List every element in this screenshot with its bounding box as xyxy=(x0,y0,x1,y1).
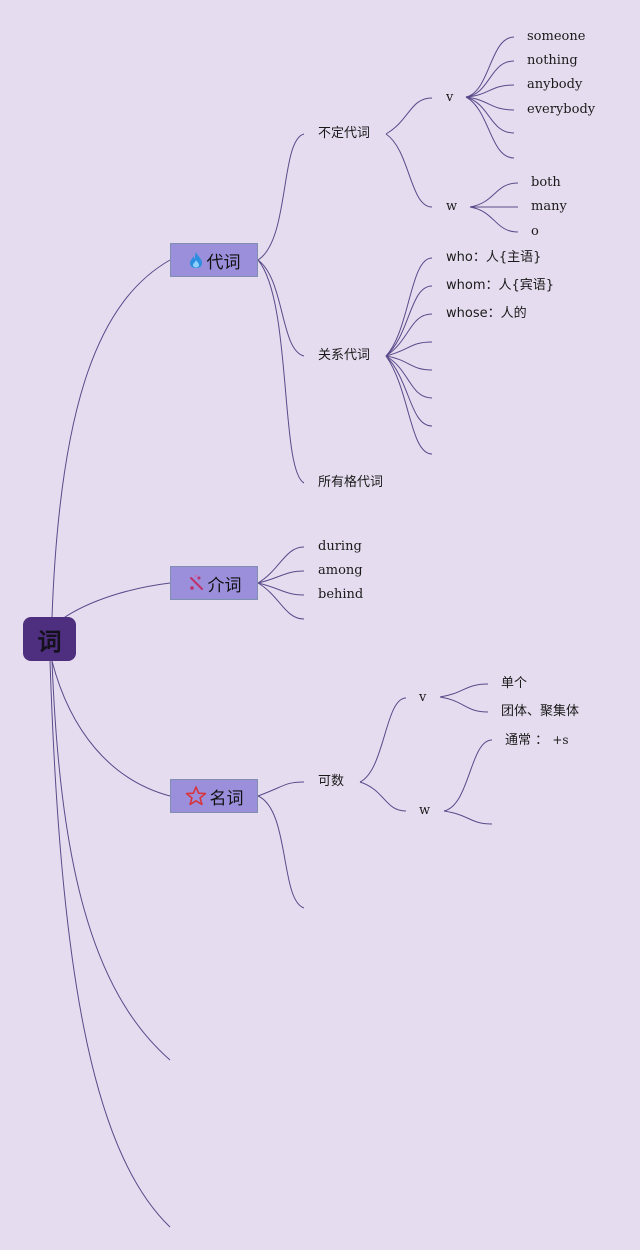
plural-rule-label: 通常 xyxy=(505,733,532,748)
link-indefinite-w xyxy=(385,133,433,208)
leaf-among[interactable]: among xyxy=(318,563,363,578)
plural-rule-value: +s xyxy=(552,733,569,747)
leaf-plural-rule[interactable]: 通常 ： +s xyxy=(505,732,569,749)
leaf-during[interactable]: during xyxy=(318,539,362,554)
leaf-everybody[interactable]: everybody xyxy=(527,102,596,117)
link-root-pronoun xyxy=(51,259,171,618)
leaf-single[interactable]: 单个 xyxy=(501,676,528,691)
leaf-behind[interactable]: behind xyxy=(318,587,364,602)
leaf-who[interactable]: who：人{主语} xyxy=(446,250,542,265)
leaf-nothing[interactable]: nothing xyxy=(527,53,578,68)
branch-preposition[interactable]: 介词 xyxy=(170,566,258,600)
branch-noun[interactable]: 名词 xyxy=(170,779,258,813)
leaf-anybody[interactable]: anybody xyxy=(527,77,583,92)
flame-icon xyxy=(189,252,202,268)
link-noun-extra xyxy=(257,795,305,909)
leaf-whom[interactable]: whom：人{宾语} xyxy=(446,278,555,293)
link-root-noun xyxy=(51,660,171,797)
link-root-preposition xyxy=(61,582,171,620)
node-countable-v[interactable]: v xyxy=(419,690,427,705)
branch-pronoun[interactable]: 代词 xyxy=(170,243,258,277)
branch-pronoun-label: 代词 xyxy=(206,252,241,273)
link-noun-countable xyxy=(257,781,305,797)
link-indefinite-v xyxy=(385,97,433,135)
branch-preposition-label: 介词 xyxy=(207,575,242,596)
branch-noun-label: 名词 xyxy=(209,788,244,809)
link-root-extra-2 xyxy=(49,660,171,1228)
leaf-many[interactable]: many xyxy=(531,199,567,214)
star-icon xyxy=(185,786,206,806)
node-countable-w[interactable]: w xyxy=(419,803,431,818)
node-countable[interactable]: 可数 xyxy=(318,774,345,789)
root-label: 词 xyxy=(37,627,62,656)
link-pronoun-possessive xyxy=(257,259,305,484)
leaf-both[interactable]: both xyxy=(531,175,561,190)
node-indefinite-w[interactable]: w xyxy=(446,199,458,214)
leaf-someone[interactable]: someone xyxy=(527,29,586,44)
root-node[interactable]: 词 xyxy=(23,617,76,661)
node-relative[interactable]: 关系代词 xyxy=(318,348,371,363)
sparkle-icon xyxy=(189,575,203,590)
link-root-extra-1 xyxy=(51,660,171,1061)
leaf-whose[interactable]: whose：人的 xyxy=(446,306,527,321)
leaf-o[interactable]: o xyxy=(531,224,539,239)
node-indefinite[interactable]: 不定代词 xyxy=(318,126,371,141)
link-pronoun-relative xyxy=(257,259,305,357)
leaf-collective[interactable]: 团体、聚集体 xyxy=(501,704,580,719)
node-indefinite-v[interactable]: v xyxy=(446,90,454,105)
plural-rule-sep: ： xyxy=(535,733,549,748)
link-pronoun-indefinite xyxy=(257,133,305,261)
node-possessive[interactable]: 所有格代词 xyxy=(318,475,384,490)
